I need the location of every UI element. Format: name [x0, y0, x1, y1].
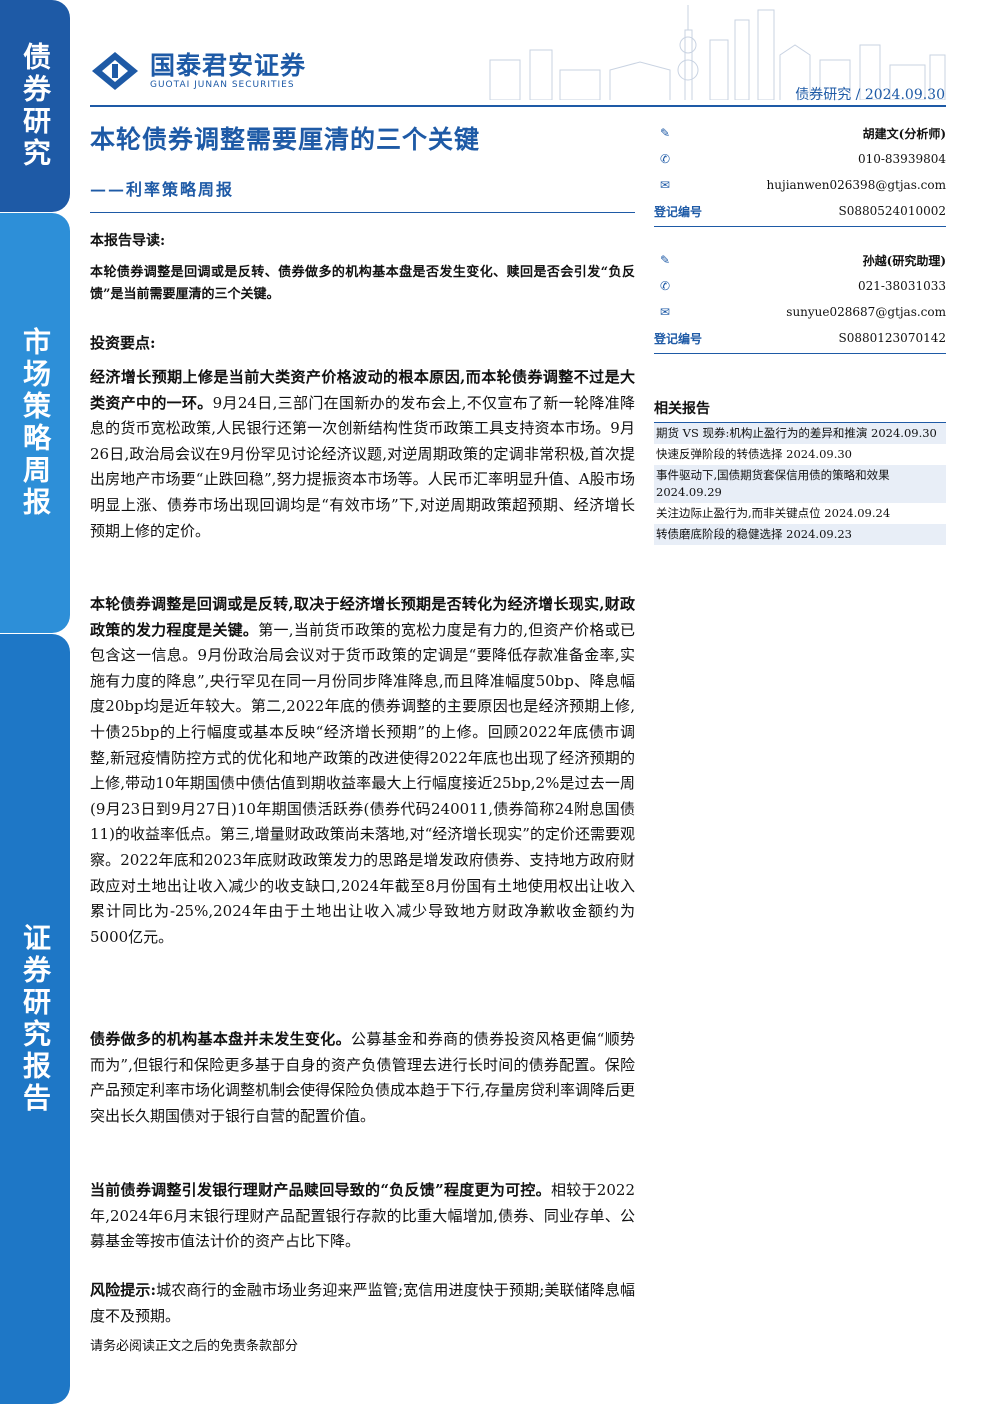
- key-point-bold: 本轮债券调整是回调或是反转,取决于经济增长预期是否转化为经济增长现实,财政政策的…: [90, 595, 635, 639]
- key-point-text: 相较于2022年,2024年6月末银行理财产品配置银行存款的比重大幅增加,债券、…: [90, 1181, 635, 1251]
- analyst-email-link[interactable]: sunyue028687@gtjas.com: [786, 305, 946, 319]
- side-tab-label: 债券研究: [19, 42, 52, 170]
- key-point-bold: 债券做多的机构基本盘并未发生变化。: [90, 1030, 351, 1048]
- key-point-4: 当前债券调整引发银行理财产品赎回导致的“负反馈”程度更为可控。相较于2022年,…: [90, 1178, 635, 1255]
- pen-icon: ✎: [659, 253, 671, 267]
- header-category: 债券研究: [795, 87, 852, 103]
- key-point-text: 公募基金和券商的债券投资风格更偏“顺势而为”,但银行和保险更多基于自身的资产负债…: [90, 1030, 635, 1125]
- skyline-illustration: [489, 5, 946, 100]
- logo-text-en: GUOTAI JUNAN SECURITIES: [150, 80, 295, 90]
- side-tab-label: 市场策略周报: [19, 327, 52, 519]
- mail-icon: ✉: [659, 305, 671, 319]
- sidebar: ✎ 胡建文(分析师) ✆ 010-83939804 ✉ hujianwen026398…: [654, 120, 946, 545]
- related-report-link[interactable]: 事件驱动下,国债期货套保信用债的策略和效果 2024.09.29: [654, 465, 946, 503]
- side-tab-securities-report: 证券研究报告: [0, 634, 70, 1404]
- analyst-email-link[interactable]: hujianwen026398@gtjas.com: [766, 178, 946, 192]
- analyst-card: ✎ 孙越(研究助理) ✆ 021-38031033 ✉ sunyue028687@gt…: [654, 247, 946, 362]
- key-point-3: 债券做多的机构基本盘并未发生变化。公募基金和券商的债券投资风格更偏“顺势而为”,…: [90, 1027, 635, 1129]
- related-report-link[interactable]: 转债磨底阶段的稳健选择 2024.09.23: [654, 524, 946, 545]
- related-report-link[interactable]: 关注边际止盈行为,而非关键点位 2024.09.24: [656, 506, 891, 520]
- risk-warning-text: 城农商行的金融市场业务迎来严监管;宽信用进度快于预期;美联储降息幅度不及预期。: [90, 1281, 635, 1325]
- key-point-bold: 经济增长预期上修是当前大类资产价格波动的根本原因,而本轮债券调整不过是大类资产中…: [90, 368, 635, 412]
- analyst-phone: 021-38031033: [857, 279, 946, 293]
- header-divider: [90, 105, 946, 107]
- points-heading: 投资要点:: [90, 334, 156, 352]
- key-point-bold: 当前债券调整引发银行理财产品赎回导致的“负反馈”程度更为可控。: [90, 1181, 551, 1199]
- report-title: 本轮债券调整需要厘清的三个关键: [90, 125, 481, 154]
- mail-icon: ✉: [659, 178, 671, 192]
- side-tab-label: 证券研究报告: [19, 923, 52, 1115]
- key-point-1: 经济增长预期上修是当前大类资产价格波动的根本原因,而本轮债券调整不过是大类资产中…: [90, 365, 635, 544]
- registration-number: S0880524010002: [838, 204, 946, 218]
- phone-icon: ✆: [659, 279, 671, 293]
- analyst-phone: 010-83939804: [857, 152, 946, 166]
- registration-label: 登记编号: [654, 331, 703, 346]
- key-point-text: 第一,当前货币政策的宽松力度是有力的,但资产价格或已包含这一信息。9月份政治局会…: [90, 620, 635, 946]
- title-divider: [90, 212, 635, 213]
- side-tab-market-weekly: 市场策略周报: [0, 213, 70, 633]
- disclaimer-note: 请务必阅读正文之后的免责条款部分: [90, 1339, 299, 1354]
- risk-warning-label: 风险提示:: [90, 1281, 157, 1299]
- logo-mark-icon: [92, 52, 138, 90]
- analyst-name: 胡建文(分析师): [862, 126, 946, 141]
- analyst-card: ✎ 胡建文(分析师) ✆ 010-83939804 ✉ hujianwen026398…: [654, 120, 946, 235]
- key-point-text: 9月24日,三部门在国新办的发布会上,不仅宣布了新一轮降准降息的货币宽松政策,人…: [90, 393, 635, 540]
- analyst-name: 孙越(研究助理): [862, 253, 946, 268]
- side-tabs: 债券研究 市场策略周报 证券研究报告: [0, 0, 70, 1404]
- main-content: 本报告导读: 本轮债券调整是回调或是反转、债券做多的机构基本盘是否发生变化、赎回…: [90, 230, 635, 1354]
- risk-warning: 风险提示:城农商行的金融市场业务迎来严监管;宽信用进度快于预期;美联储降息幅度不…: [90, 1278, 635, 1329]
- related-report-link[interactable]: 期货 VS 现券:机构止盈行为的差异和推演 2024.09.30: [654, 423, 946, 444]
- guide-text: 本轮债券调整是回调或是反转、债券做多的机构基本盘是否发生变化、赎回是否会引发“负…: [90, 265, 635, 302]
- header-date: 2024.09.30: [864, 87, 945, 103]
- related-report-link[interactable]: 快速反弹阶段的转债选择 2024.09.30: [656, 447, 852, 461]
- report-subtitle: ——利率策略周报: [90, 180, 235, 199]
- analyst-divider: [654, 353, 946, 354]
- registration-label: 登记编号: [654, 204, 703, 219]
- analyst-divider: [654, 226, 946, 227]
- company-logo: 国泰君安证券 GUOTAI JUNAN SECURITIES: [90, 50, 306, 92]
- related-reports-heading: 相关报告: [654, 398, 946, 423]
- guide-heading: 本报告导读:: [90, 233, 166, 249]
- side-tab-bond-research: 债券研究: [0, 0, 70, 212]
- registration-number: S0880123070142: [838, 331, 946, 345]
- pen-icon: ✎: [659, 126, 671, 140]
- key-point-2: 本轮债券调整是回调或是反转,取决于经济增长预期是否转化为经济增长现实,财政政策的…: [90, 592, 635, 950]
- header-separator: /: [855, 87, 865, 103]
- logo-text-cn: 国泰君安证券: [150, 51, 307, 80]
- phone-icon: ✆: [659, 152, 671, 166]
- header-meta: 债券研究 / 2024.09.30: [795, 84, 945, 104]
